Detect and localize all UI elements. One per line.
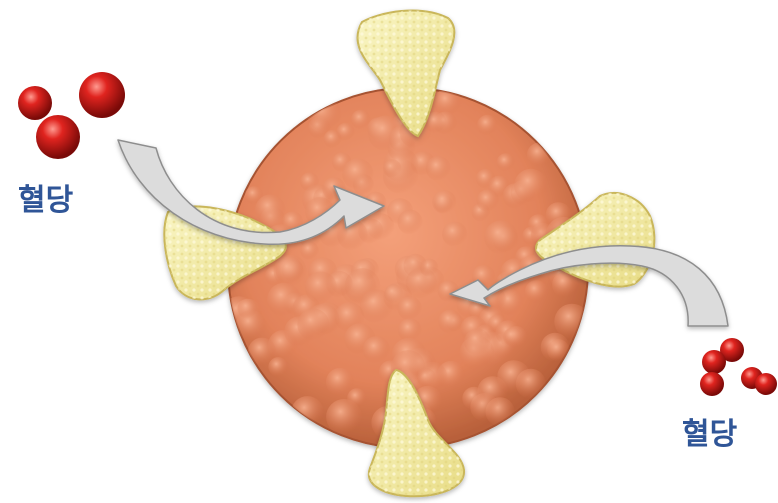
- glucose-molecule: [79, 72, 125, 118]
- cell-texture-bubble: [363, 336, 390, 363]
- cell-texture-bubble: [438, 310, 462, 334]
- cell-texture-bubble: [464, 329, 491, 356]
- blood-sugar-label-right: 혈당: [682, 420, 737, 450]
- cell-texture-bubble: [477, 189, 499, 211]
- cell-texture-bubble: [525, 280, 548, 303]
- cell-texture-bubble: [291, 396, 324, 429]
- glucose-cluster-right: [700, 338, 777, 396]
- cell-texture-bubble: [267, 283, 301, 317]
- glucose-molecule: [36, 115, 80, 159]
- cell-texture-bubble: [432, 190, 456, 214]
- blood-sugar-label-left: 혈당: [18, 186, 73, 216]
- cell-texture-bubble: [554, 304, 589, 339]
- cell-texture-bubble: [326, 399, 362, 435]
- cell-texture-bubble: [442, 222, 467, 247]
- cell-texture-bubble: [477, 115, 498, 136]
- glucose-molecule: [18, 86, 52, 120]
- cell-texture-bubble: [351, 110, 371, 130]
- cell-texture-bubble: [297, 309, 329, 341]
- glucose-molecule: [700, 372, 724, 396]
- cell-texture-bubble: [514, 169, 548, 203]
- glucose-molecule: [702, 350, 726, 374]
- cell-texture-bubble: [528, 214, 549, 235]
- cell-texture-bubble: [476, 169, 496, 189]
- cell-texture-bubble: [503, 328, 522, 347]
- cell-texture-bubble: [404, 254, 428, 278]
- cell-texture-bubble: [397, 296, 421, 320]
- cell-texture-bubble: [276, 256, 304, 284]
- cell-texture-bubble: [383, 159, 402, 178]
- cell-texture-bubble: [497, 153, 515, 171]
- cell-texture-bubble: [484, 220, 518, 254]
- cell-texture-bubble: [547, 339, 569, 361]
- cell-texture-bubble: [497, 360, 530, 393]
- glucose-cluster-left: [18, 72, 125, 159]
- glucose-molecule: [755, 373, 777, 395]
- cell-texture-bubble: [255, 195, 285, 225]
- cell-texture-bubble: [300, 172, 319, 191]
- cell-texture-bubble: [305, 272, 337, 304]
- cell-texture-bubble: [398, 210, 423, 235]
- cell-texture-bubble: [324, 130, 342, 148]
- cell-texture-bubble: [527, 143, 552, 168]
- cell-texture-bubble: [342, 158, 373, 189]
- cell-texture-bubble: [462, 387, 485, 410]
- cell-texture-bubble: [426, 156, 451, 181]
- cell-texture-bubble: [238, 299, 258, 319]
- cell-texture-bubble: [300, 242, 318, 260]
- cell-texture-bubble: [268, 357, 288, 377]
